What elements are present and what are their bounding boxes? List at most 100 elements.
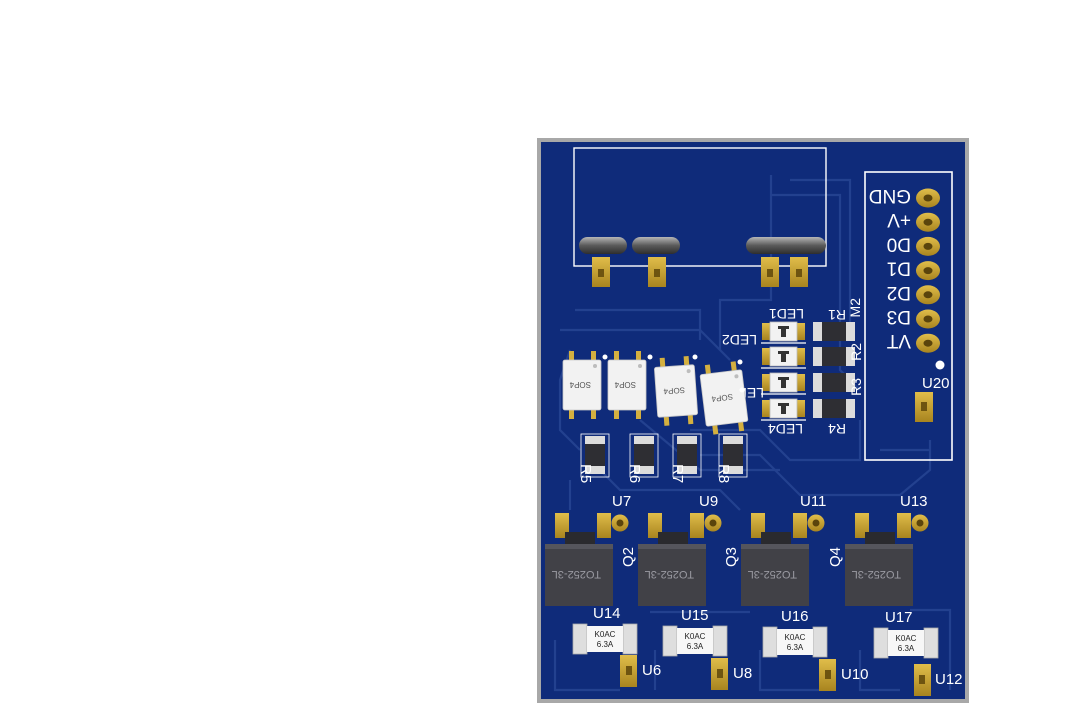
resistor-pad — [846, 373, 855, 392]
board — [541, 142, 965, 699]
fuse-text-line1: K0AC — [595, 630, 616, 639]
opto-pin — [687, 412, 694, 425]
mosfet-body — [545, 544, 613, 606]
header-pin-label: D1 — [887, 258, 911, 279]
resistor-pad — [677, 436, 697, 444]
mosfet-ref-label: U7 — [612, 493, 631, 510]
fuse-text-line2: 6.3A — [597, 640, 614, 649]
opto-pin — [636, 351, 641, 362]
mosfet-body — [638, 544, 706, 606]
header-pin-label: +V — [887, 209, 911, 230]
resistor-body — [822, 322, 846, 341]
fuse-body — [587, 626, 623, 652]
top-connector-outline — [573, 147, 827, 267]
resistor-pad — [846, 347, 855, 366]
opto-pin — [663, 414, 670, 426]
mosfet-body — [845, 544, 913, 606]
resistor-ref-label: R1 — [828, 307, 846, 323]
mosfet-side-label: Q2 — [620, 547, 637, 567]
header-pin-label: GND — [869, 185, 911, 206]
header-ref-label: U20 — [922, 375, 950, 392]
mosfet-body-text: TO252-3L — [645, 568, 694, 580]
fuse-body — [777, 629, 813, 655]
fuse-text-line1: K0AC — [896, 634, 917, 643]
optocoupler: SOP4 — [562, 351, 602, 419]
fuse-text-line1: K0AC — [785, 633, 806, 642]
opto-pin — [712, 423, 719, 435]
resistor-ref-label: R7 — [669, 464, 686, 483]
fuse-bottom-ref-label: U6 — [642, 662, 661, 679]
fuse-top-ref-label: U16 — [781, 608, 809, 625]
opto-body — [654, 364, 698, 418]
mosfet-tab-pad — [855, 513, 869, 538]
resistor-pad — [846, 399, 855, 418]
fuse-cap — [572, 623, 588, 655]
resistor-pad — [585, 436, 605, 444]
fuse-text-line2: 6.3A — [898, 644, 915, 653]
resistor-pad — [723, 466, 743, 474]
mosfets: TO252-3LU7TO252-3LU9Q2TO252-3LU11Q3TO252… — [545, 493, 929, 606]
header-pin-label: D2 — [887, 282, 911, 303]
fuse-text-line2: 6.3A — [687, 642, 704, 651]
led-ref-label: LED1 — [769, 306, 804, 322]
resistor-body — [723, 444, 743, 466]
optocoupler: SOP4 — [654, 356, 698, 426]
fuse-bottom-ref-label: U10 — [841, 666, 869, 683]
optocoupler: SOP4 — [607, 351, 647, 419]
resistor-pad — [813, 322, 822, 341]
resistor-ref-label: R4 — [828, 421, 846, 437]
resistor-pad — [846, 322, 855, 341]
led-pad — [762, 400, 770, 417]
mosfet-ref-label: U11 — [800, 493, 826, 510]
led-ref-label: LED4 — [768, 421, 803, 437]
pin1-marker — [935, 360, 945, 370]
fuse-cap — [923, 627, 939, 659]
mosfet-tab-pad — [897, 513, 911, 538]
fuse-cap — [622, 623, 638, 655]
opto-pin — [636, 408, 641, 419]
fuse-top-ref-label: U15 — [681, 607, 709, 624]
resistor-pad — [813, 373, 822, 392]
fuse-bottom-ref-label: U12 — [935, 671, 963, 688]
fuse-body — [888, 630, 924, 656]
fuse-bottom-ref-label: U8 — [733, 665, 752, 682]
opto-text: SOP4 — [663, 385, 685, 396]
connector-slot — [632, 237, 680, 254]
fuse-cap — [762, 626, 778, 658]
mosfet-tab-pad — [690, 513, 704, 538]
mosfet-side-label: Q4 — [827, 547, 844, 567]
resistor-pad — [585, 466, 605, 474]
resistor-pad — [677, 466, 697, 474]
opto-text: SOP4 — [711, 392, 734, 404]
header-pin-label: D0 — [887, 233, 911, 254]
led-pad — [797, 323, 805, 340]
opto-pin — [591, 351, 596, 362]
mosfet-body — [741, 544, 809, 606]
mosfet-body-text: TO252-3L — [852, 568, 901, 580]
resistor-ref-label: R5 — [577, 464, 594, 483]
resistor-body — [634, 444, 654, 466]
resistor-pad — [813, 399, 822, 418]
opto-text: SOP4 — [569, 380, 591, 389]
resistor-ref-label: R2 — [848, 343, 864, 361]
mosfet-tab-pad — [751, 513, 765, 538]
header-pin-label: VT — [886, 330, 911, 351]
opto-pin — [569, 408, 574, 419]
mosfet-tab-pad — [648, 513, 662, 538]
resistor-pad — [634, 466, 654, 474]
opto-pin — [591, 408, 596, 419]
led-pad — [797, 400, 805, 417]
resistor-ref-label: R8 — [715, 464, 732, 483]
mosfet-side-label: Q3 — [723, 547, 740, 567]
resistor-body — [677, 444, 697, 466]
mosfet-ref-label: U13 — [900, 493, 928, 510]
resistor-pad — [634, 436, 654, 444]
optocoupler: SOP4 — [699, 361, 749, 435]
misc-ref-label: M2 — [847, 298, 863, 318]
led-pad — [762, 323, 770, 340]
resistor-ref-label: R3 — [848, 378, 864, 396]
